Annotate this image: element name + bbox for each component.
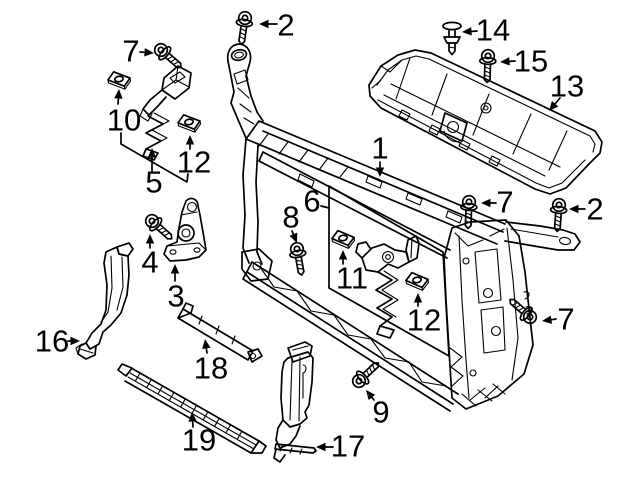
- screw-9: [348, 356, 385, 392]
- callout-arrow-line: [554, 97, 561, 105]
- callout-arrowhead: [145, 234, 155, 244]
- callout-6-9: 6: [303, 184, 320, 219]
- callout-arrow-line: [291, 230, 295, 236]
- part-lower-crossbar-19: [117, 363, 267, 454]
- callout-arrowhead: [375, 167, 385, 177]
- callout-arrow-line: [205, 347, 208, 354]
- part-upper-cover-panel: [368, 49, 603, 195]
- callout-17-22: 17: [331, 429, 365, 464]
- callout-9-21: 9: [372, 395, 389, 430]
- callout-arrowhead: [569, 204, 579, 214]
- callout-arrowhead: [338, 250, 348, 260]
- callout-arrow-line: [371, 396, 375, 401]
- part-mount-strip-18: [177, 302, 263, 363]
- callout-8-10: 8: [282, 200, 299, 235]
- callout-7-2: 7: [122, 34, 139, 69]
- detail-inset-box: [328, 185, 450, 357]
- screw-4: [141, 209, 178, 246]
- callout-arrowhead: [289, 232, 298, 243]
- screw-2-top: [232, 9, 255, 47]
- callout-3-16: 3: [167, 279, 184, 314]
- callout-2-1: 2: [277, 8, 294, 43]
- clip-10: [105, 68, 133, 93]
- clip-11: [330, 227, 357, 252]
- screw-8: [287, 240, 311, 278]
- clip-12-inset: [404, 269, 431, 294]
- part-gusset-bracket-3: [163, 197, 207, 262]
- callout-arrowhead: [144, 48, 154, 57]
- part-air-baffle-left-16: [75, 242, 134, 360]
- screw-7-lower-right: [503, 292, 541, 329]
- callout-10-3: 10: [107, 103, 141, 138]
- callout-leader-line: [120, 132, 189, 183]
- callout-14-6: 14: [476, 13, 510, 48]
- callout-arrowhead: [259, 19, 269, 29]
- callout-arrowhead: [462, 27, 472, 36]
- screw-2-right: [548, 197, 569, 233]
- callout-7-15: 7: [557, 302, 574, 337]
- callout-arrow-line: [550, 318, 557, 321]
- callout-arrowhead: [114, 89, 123, 99]
- callout-arrowhead: [185, 135, 195, 145]
- callout-18-19: 18: [194, 351, 228, 386]
- callout-13-8: 13: [550, 69, 584, 104]
- part-bracket-5: [139, 65, 192, 161]
- callout-arrowhead: [147, 148, 157, 158]
- callout-12-12: 12: [407, 303, 441, 338]
- inset-bracket: [355, 235, 420, 339]
- callout-arrowhead: [500, 57, 510, 66]
- part-air-baffle-right-17: [273, 341, 317, 463]
- callout-16-18: 16: [35, 324, 69, 359]
- callout-arrowhead: [413, 293, 423, 303]
- callout-7-14: 7: [496, 185, 513, 220]
- callout-arrowhead: [316, 442, 326, 452]
- callout-arrowhead: [170, 264, 180, 274]
- callout-arrowhead: [366, 390, 376, 401]
- callout-11-11: 11: [336, 261, 368, 296]
- callout-arrowhead: [188, 412, 197, 422]
- callout-12-4: 12: [177, 145, 211, 180]
- callout-arrowhead: [549, 101, 559, 111]
- part-radiator-support-frame: [226, 43, 581, 412]
- callout-arrowhead: [70, 336, 80, 346]
- callout-4-17: 4: [141, 245, 158, 280]
- callout-19-20: 19: [182, 423, 216, 458]
- callout-arrowhead: [202, 339, 211, 349]
- clip-12-left: [175, 111, 203, 136]
- callout-2-13: 2: [586, 192, 603, 227]
- callout-leader-line: [320, 205, 330, 209]
- callout-arrowhead: [542, 315, 552, 324]
- callout-15-7: 15: [514, 44, 548, 79]
- callout-5-5: 5: [145, 165, 162, 200]
- rivet-14: [442, 21, 462, 56]
- callout-1-0: 1: [371, 131, 388, 166]
- callout-arrowhead: [481, 198, 491, 208]
